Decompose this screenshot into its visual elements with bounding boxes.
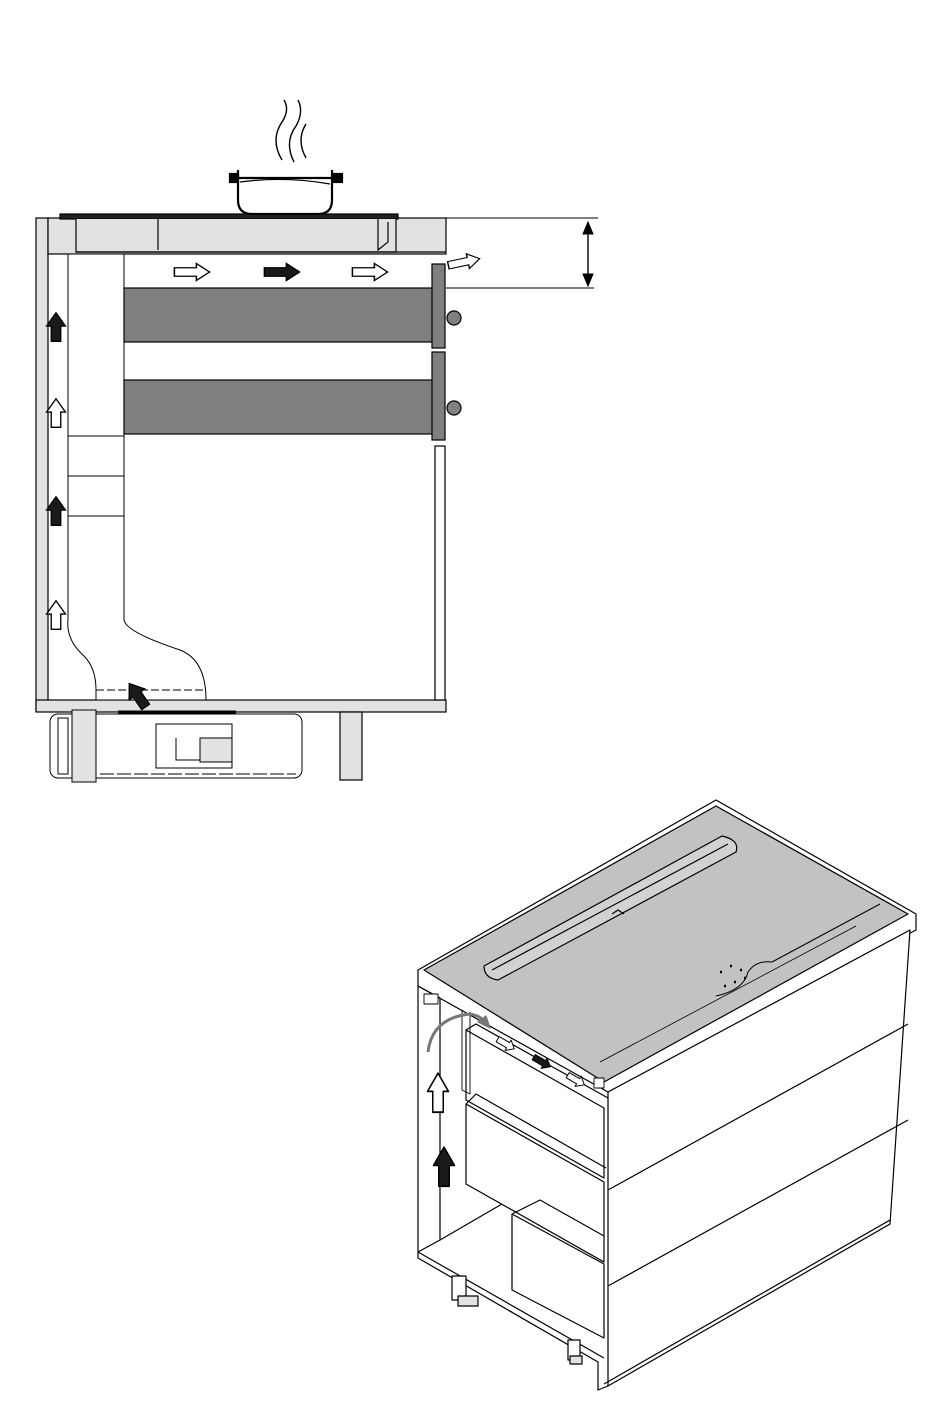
fan-unit [50,710,302,782]
duct-transition [68,516,206,700]
arrow-right-icon [174,264,209,281]
side-section-view [36,100,598,782]
arrow-up-icon [47,313,66,342]
arrow-right-icon [352,264,387,281]
arrow-right-icon [264,264,299,281]
drawer-lower-knob [447,401,461,415]
hob-section [48,214,446,254]
perspective-view [418,800,916,1390]
cabinet-left-panel [36,218,48,710]
arrow-up-icon [428,1073,449,1112]
exit-arrow-icon [447,251,481,272]
cooking-pot-icon [230,170,342,214]
drawer-lower-body [124,380,436,434]
arrow-up-icon [47,399,66,428]
drawer-upper-front [432,264,445,348]
cabinet-bottom-panel [36,700,446,712]
dimension-marker [446,218,598,288]
arrow-up-icon [47,497,66,526]
arrow-up-icon [434,1147,455,1186]
side-airflow-up [47,313,66,630]
hob-extractor-body [76,219,396,252]
drawer-upper-body [124,288,436,342]
cabinet-leg [340,712,362,780]
arrow-up-icon [47,601,66,630]
steam-icon [276,100,306,162]
hob-glass [60,214,398,219]
cabinet-door [435,446,445,700]
drawer-upper-knob [447,311,461,325]
drawer-lower [124,352,461,440]
drawer-lower-front [432,352,445,440]
